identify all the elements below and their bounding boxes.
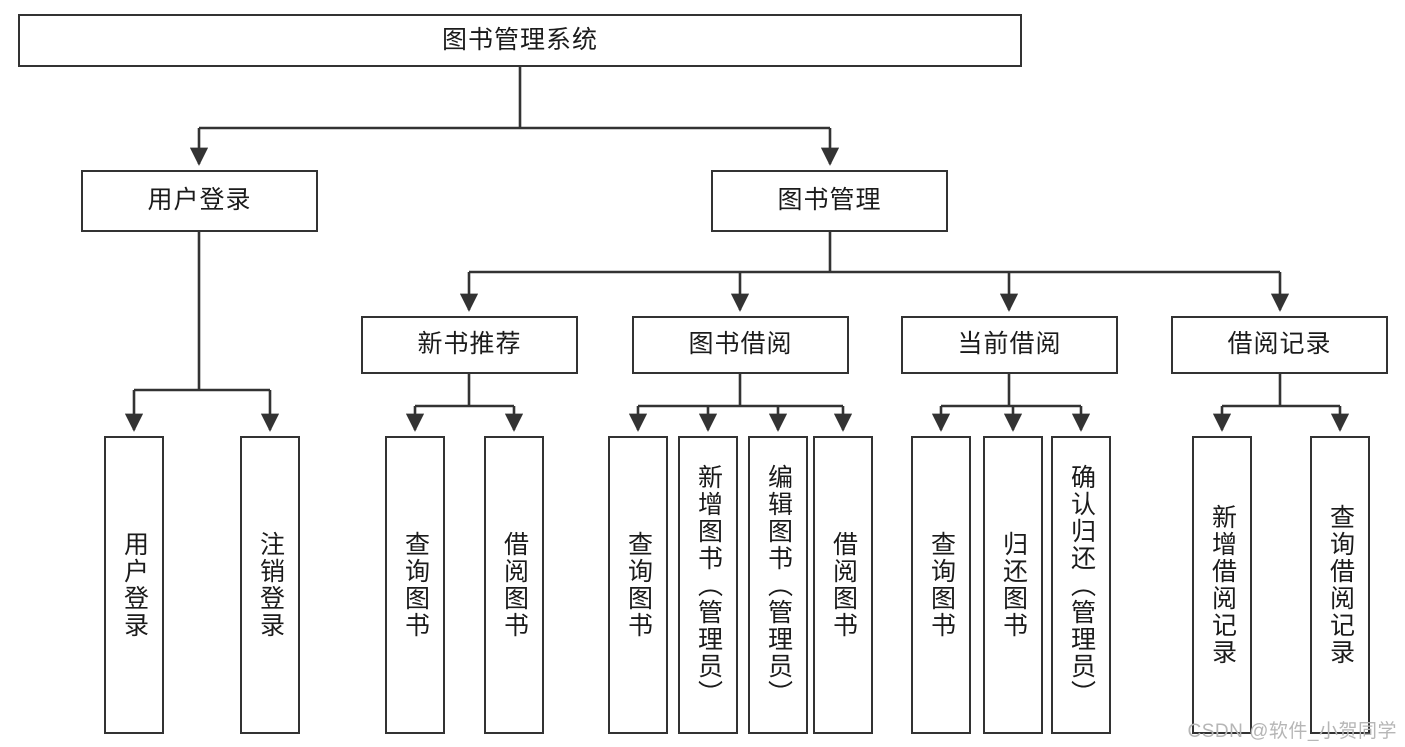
node-book-management-label: 图书管理 — [777, 186, 882, 215]
leaf-node[interactable]: 查询借阅记录 — [1310, 436, 1370, 734]
leaf-node-label: 编辑图书（管理员） — [764, 463, 793, 707]
leaf-node[interactable]: 新增借阅记录 — [1192, 436, 1252, 734]
node-book-borrow-label: 图书借阅 — [688, 330, 793, 359]
node-borrow-record[interactable]: 借阅记录 — [1171, 316, 1388, 374]
leaf-node[interactable]: 查询图书 — [608, 436, 668, 734]
leaf-node-label: 查询借阅记录 — [1326, 504, 1355, 666]
leaf-node-label: 新增借阅记录 — [1208, 504, 1237, 666]
leaf-node[interactable]: 注销登录 — [240, 436, 300, 734]
leaf-node-label: 借阅图书 — [500, 531, 529, 639]
leaf-node[interactable]: 编辑图书（管理员） — [748, 436, 808, 734]
leaf-node[interactable]: 用户登录 — [104, 436, 164, 734]
node-root[interactable]: 图书管理系统 — [18, 14, 1022, 67]
node-book-management[interactable]: 图书管理 — [711, 170, 948, 232]
leaf-node-label: 用户登录 — [120, 531, 149, 639]
leaf-node[interactable]: 借阅图书 — [813, 436, 873, 734]
node-borrow-record-label: 借阅记录 — [1227, 330, 1332, 359]
node-user-login[interactable]: 用户登录 — [81, 170, 318, 232]
node-user-login-label: 用户登录 — [147, 186, 252, 215]
leaf-node-label: 查询图书 — [401, 531, 430, 639]
node-new-book-recommend[interactable]: 新书推荐 — [361, 316, 578, 374]
leaf-node-label: 查询图书 — [927, 531, 956, 639]
node-current-borrow[interactable]: 当前借阅 — [901, 316, 1118, 374]
leaf-node[interactable]: 借阅图书 — [484, 436, 544, 734]
leaf-node-label: 查询图书 — [624, 531, 653, 639]
node-root-label: 图书管理系统 — [441, 25, 598, 54]
leaf-node-label: 借阅图书 — [829, 531, 858, 639]
leaf-node[interactable]: 查询图书 — [385, 436, 445, 734]
watermark-text: CSDN @软件_小贺同学 — [1187, 721, 1397, 742]
leaf-node[interactable]: 新增图书（管理员） — [678, 436, 738, 734]
node-new-book-recommend-label: 新书推荐 — [417, 330, 522, 359]
leaf-node[interactable]: 确认归还（管理员） — [1051, 436, 1111, 734]
leaf-node-label: 确认归还（管理员） — [1067, 463, 1096, 707]
node-book-borrow[interactable]: 图书借阅 — [632, 316, 849, 374]
leaf-node-label: 归还图书 — [999, 531, 1028, 639]
leaf-node[interactable]: 查询图书 — [911, 436, 971, 734]
node-current-borrow-label: 当前借阅 — [957, 330, 1062, 359]
leaf-node-label: 注销登录 — [256, 531, 285, 639]
leaf-node[interactable]: 归还图书 — [983, 436, 1043, 734]
leaf-node-label: 新增图书（管理员） — [694, 463, 723, 707]
